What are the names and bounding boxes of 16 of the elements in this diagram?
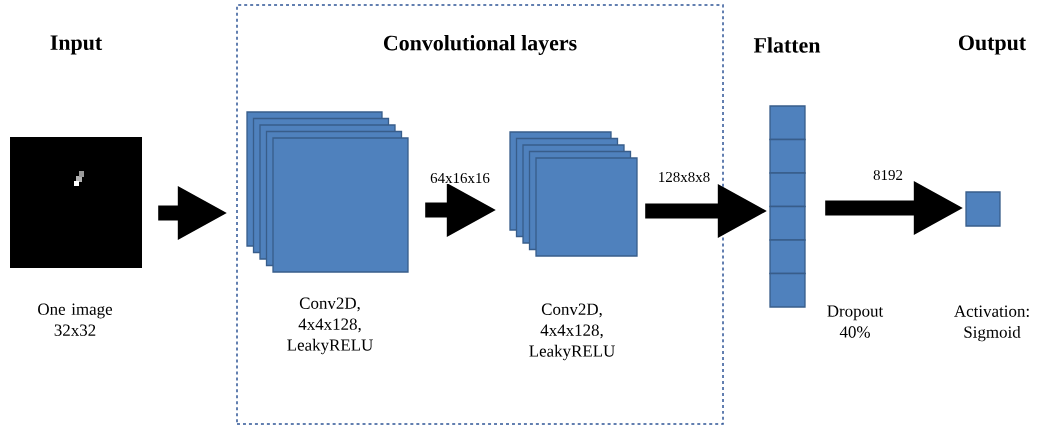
- node-label: One image 32x32: [38, 303, 113, 336]
- column-heading: Flatten: [753, 37, 821, 53]
- column-heading: Output: [959, 35, 1026, 55]
- node-label: Conv2D, 4x4x128, LeakyRELU: [287, 297, 373, 355]
- edge-label: 8192: [872, 168, 904, 182]
- edge-label: 64x16x16: [429, 172, 491, 185]
- column-heading: Input: [50, 35, 103, 55]
- edge-label: 128x8x8: [656, 170, 712, 184]
- node-label: Dropout 40%: [827, 305, 884, 338]
- feature-map-stack: [509, 131, 638, 257]
- flatten-column: [769, 105, 806, 308]
- picture: [10, 137, 142, 268]
- feature-map-stack: [246, 111, 409, 273]
- output-square: [965, 191, 1001, 227]
- caption: Activation: Sigmoid: [954, 305, 1029, 342]
- node-label: Conv2D, 4x4x128, LeakyRELU: [529, 303, 615, 361]
